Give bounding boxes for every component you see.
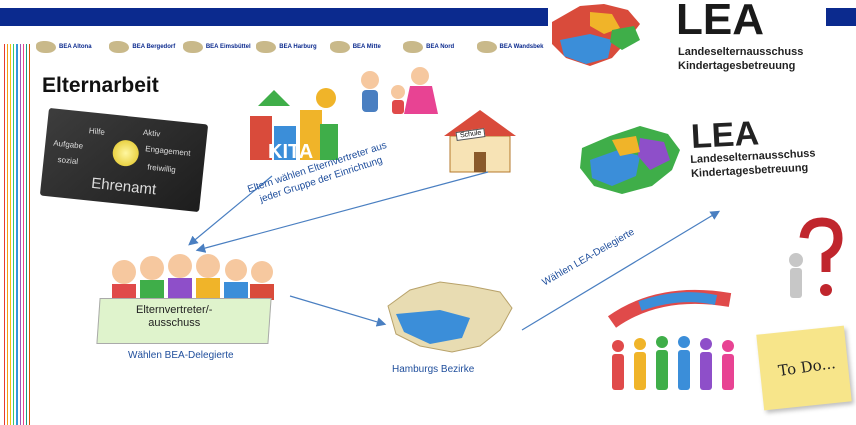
header-bar [0,8,548,26]
committee-people-icon [112,254,274,300]
bea-logo: BEA Eimsbüttel [182,38,252,56]
arrow-districts-to-lea [521,210,721,331]
bea-logo: BEA Mitte [329,38,399,56]
district-map-icon [182,41,203,53]
lea-map-icon-2 [580,126,680,194]
chalk-word: sozial [57,155,79,167]
lea-subtitle-line2: Kindertagesbetreuung [678,59,796,72]
chalk-word: Aktiv [142,127,161,139]
district-map-icon [476,41,497,53]
arrow-kita-to-committee [188,175,273,246]
districts-caption: Hamburgs Bezirke [392,364,475,375]
committee-caption: Wählen BEA-Delegierte [128,350,234,361]
committee-label-line2: ausschuss [148,316,201,329]
header-bar-right [826,8,856,26]
bea-logo-label: BEA Altona [59,44,92,50]
page-title: Elternarbeit [42,74,159,97]
kita-label: KITA [268,141,313,163]
chalk-word: Engagement [144,144,191,158]
district-map-icon [256,41,277,53]
chalkboard-image: Hilfe Aktiv Aufgabe Engagement sozial fr… [39,107,209,213]
committee-label: Elternvertreter/- ausschuss [136,304,212,329]
district-map-icon [36,41,56,53]
bea-logo-row: BEA Altona BEA Bergedorf BEA Eimsbüttel … [36,38,546,56]
chalk-word: Hilfe [88,126,106,137]
kita-blocks-icon [250,88,338,160]
arrow-committee-to-districts [289,295,387,327]
chalkboard-caption: Ehrenamt [90,174,157,199]
bea-logo-label: BEA Harburg [279,44,317,50]
decorative-stripes [4,44,30,425]
bea-logo-label: BEA Mitte [352,44,381,50]
lea-subtitle-line1: Landeselternausschuss [678,46,804,58]
lightbulb-icon [111,138,141,168]
district-map-icon [403,41,424,53]
teamwork-icon [607,289,734,390]
lea-logo-subtitle: Landeselternausschuss Kindertagesbetreuu… [678,46,803,74]
bea-logo-label: BEA Bergedorf [132,44,176,50]
bea-logo-label: BEA Nord [426,44,455,50]
bea-logo: BEA Bergedorf [109,38,178,56]
lea-logo-title: LEA [676,0,764,44]
family-icon [361,67,438,114]
hamburg-districts-icon [387,281,513,353]
district-map-icon [109,41,130,53]
lea-map-icon [552,4,640,66]
school-icon [444,110,516,173]
chalk-word: freiwillig [146,162,177,175]
bea-logo: BEA Altona [36,38,105,56]
bea-logo: BEA Harburg [256,38,325,56]
bea-logo: BEA Nord [403,38,472,56]
bea-logo-label: BEA Eimsbüttel [205,44,251,50]
arrow-school-to-committee [195,171,489,253]
bea-logo: BEA Wandsbek [476,38,546,56]
district-map-icon [329,41,350,53]
committee-label-line1: Elternvertreter/- [136,304,213,316]
bea-logo-label: BEA Wandsbek [499,44,544,50]
chalk-word: Aufgabe [52,138,84,151]
question-mark-icon [789,217,843,298]
